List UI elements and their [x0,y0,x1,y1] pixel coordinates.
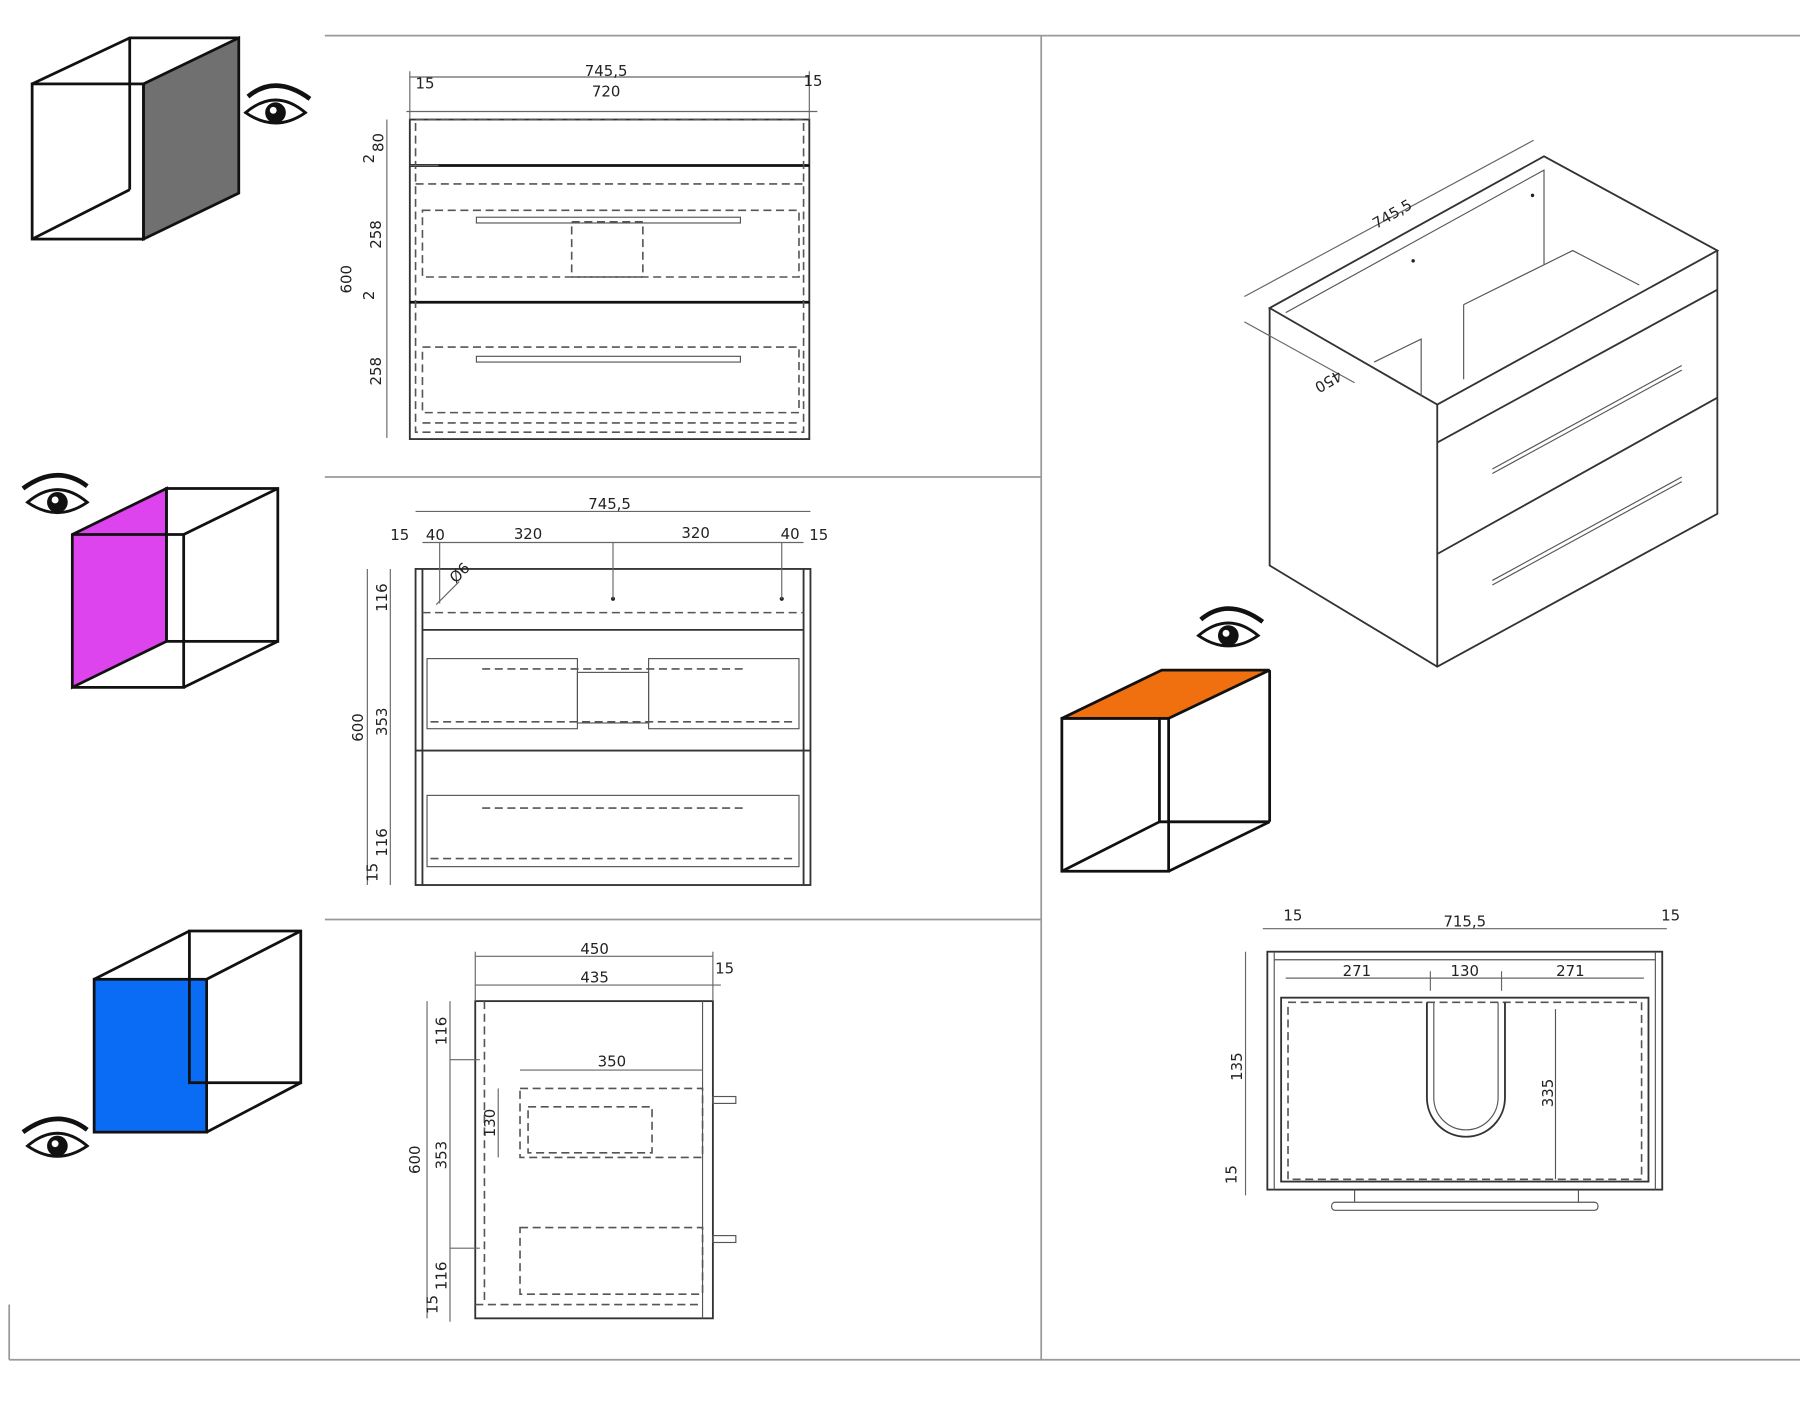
dim-front-gap-1: 2 [360,154,378,164]
dim-side-base: 15 [423,1295,441,1314]
dim-side-back: 15 [715,960,734,978]
dim-front-overall-width: 745,5 [585,62,628,80]
dim-iso-depth: 450 [1312,366,1346,396]
cube-icon-back-view [70,486,280,690]
dim-back-bottom: 116 [373,828,391,857]
dim-side-depth: 450 [580,940,608,958]
blue-face [92,977,209,1134]
sheet-frame [8,34,1800,1361]
dim-top-cutout: 130 [1451,962,1479,980]
dim-side-cutout-width: 350 [598,1053,626,1071]
eye-icon [21,1116,90,1158]
dim-side-top: 116 [433,1017,451,1046]
isometric-view-drawing [1244,139,1720,668]
dim-iso-width: 745,5 [1369,196,1415,233]
dim-back-height: 600 [349,713,367,742]
orange-face [1061,668,1271,720]
cube-icon-top-view [1060,668,1272,873]
eye-icon [243,83,312,125]
dim-top-cutout-depth: 335 [1539,1079,1557,1108]
dim-back-middle: 353 [373,708,391,737]
dim-back-offset-left: 40 [426,526,445,544]
dim-back-hole: Ø6 [446,559,474,587]
dim-back-side-right: 15 [809,526,828,544]
eye-icon [21,472,90,514]
dim-front-inner-width: 720 [592,83,620,101]
dim-front-side-left: 15 [416,74,435,92]
dim-back-span-right: 320 [681,524,709,542]
dim-top-side-left: 15 [1283,907,1302,925]
dim-back-span-left: 320 [514,525,542,543]
eye-icon [1196,606,1265,648]
magenta-face [70,486,168,690]
dim-top-left: 271 [1343,962,1371,980]
dim-back-offset-right: 40 [781,525,800,543]
dim-top-front: 15 [1222,1165,1240,1184]
dim-front-drawer-1: 258 [367,220,385,249]
dim-front-top-rail: 80 [369,133,387,152]
dim-back-base: 15 [364,863,382,882]
dim-side-height: 600 [406,1145,424,1174]
dim-side-cutout-height: 130 [481,1109,499,1138]
dim-front-side-right: 15 [804,72,823,90]
gray-face [142,35,241,242]
dim-side-bottom: 116 [433,1262,451,1291]
dim-back-side-left: 15 [390,526,409,544]
back-view-drawing [366,510,812,886]
dim-front-drawer-2: 258 [367,357,385,386]
dim-back-top: 116 [373,583,391,612]
dim-top-depth: 135 [1228,1052,1246,1081]
top-view-drawing [1244,928,1667,1211]
dim-top-side-right: 15 [1661,907,1680,925]
front-view-drawing [386,71,818,440]
dim-front-gap-2: 2 [360,291,378,301]
dim-back-overall-width: 745,5 [588,495,631,513]
cube-icon-front-view [30,35,241,242]
dim-top-inner-width: 715,5 [1443,912,1486,930]
dim-side-inner-depth: 435 [580,969,608,987]
dim-front-height: 600 [337,265,355,294]
side-view-drawing [426,951,737,1322]
dim-top-right: 271 [1556,962,1584,980]
cube-icon-side-view [92,929,303,1134]
dim-side-middle: 353 [433,1141,451,1170]
